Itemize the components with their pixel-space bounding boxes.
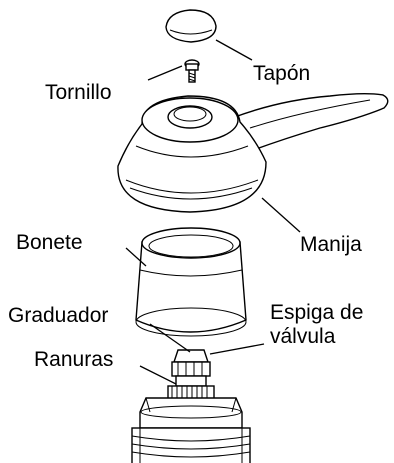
label-tapon: Tapón <box>253 62 310 85</box>
cap-part <box>165 9 217 43</box>
label-graduador: Graduador <box>8 304 108 327</box>
label-tornillo: Tornillo <box>45 81 112 104</box>
valve-body-part <box>131 397 251 463</box>
screw-part <box>184 59 200 83</box>
handle-part <box>117 93 389 213</box>
label-bonete: Bonete <box>16 231 83 254</box>
label-manija: Manija <box>300 233 362 256</box>
leader-lines <box>125 39 301 385</box>
label-espiga-line1: Espiga de <box>270 301 363 324</box>
label-espiga-line2: válvula <box>270 325 336 348</box>
bonnet-part <box>135 227 247 337</box>
label-ranuras: Ranuras <box>34 348 113 371</box>
